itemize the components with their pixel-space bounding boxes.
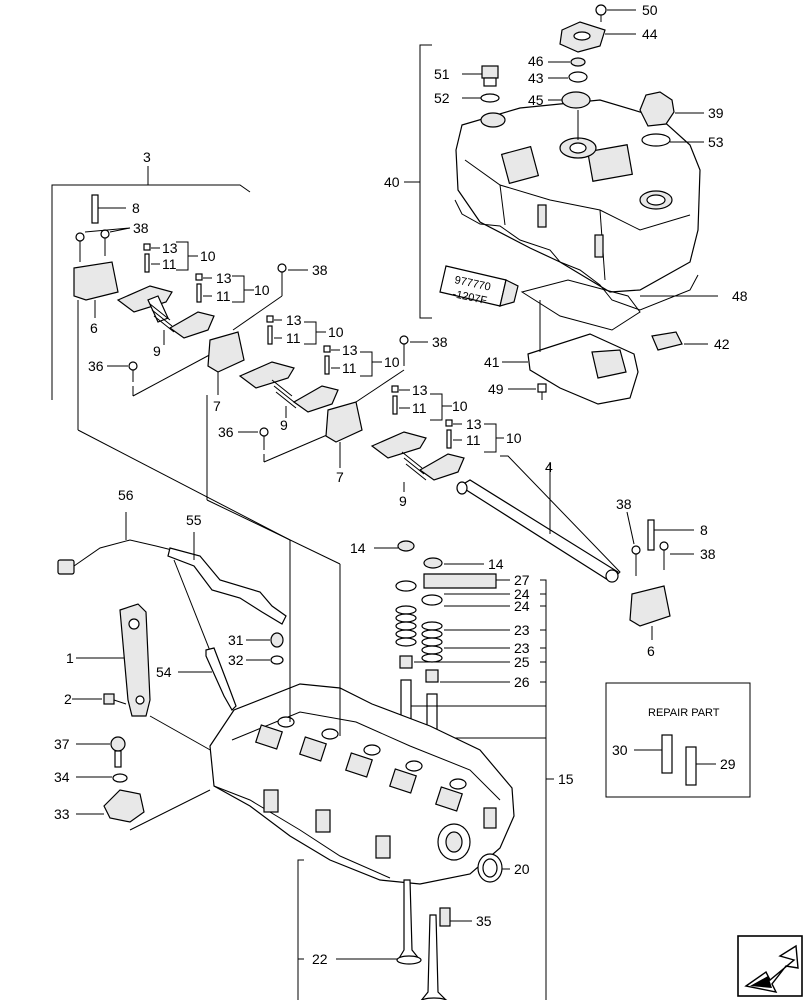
callout-13-a: 13 [162,240,178,256]
callout-36-b: 36 [218,424,234,440]
callout-6-right: 6 [647,643,655,659]
callout-10-f: 10 [506,430,522,446]
callout-34: 34 [54,769,70,785]
valve-spring-1 [395,605,417,647]
callout-15: 15 [558,771,574,787]
callout-37: 37 [54,736,70,752]
callout-10-c: 10 [328,324,344,340]
repair-part-box [605,682,751,798]
callout-38-e: 38 [700,546,716,562]
callout-11-a: 11 [162,256,177,272]
callout-labels: 50 44 46 43 45 51 52 39 53 40 3 8 38 13 … [54,2,748,1000]
callout-11-d: 11 [342,360,357,376]
callout-26: 26 [514,674,530,690]
callout-43: 43 [528,70,544,86]
callout-49: 49 [488,381,504,397]
callout-6-left: 6 [90,320,98,336]
callout-41: 41 [484,354,500,370]
callout-30: 30 [612,742,628,758]
callout-4: 4 [545,459,553,475]
callout-36-a: 36 [88,358,104,374]
callout-9-b: 9 [280,417,288,433]
callout-48: 48 [732,288,748,304]
callout-27: 27 [514,572,530,588]
callout-24-a: 24 [514,586,530,602]
callout-21: 21 [514,998,530,1000]
callout-45: 45 [528,92,544,108]
callout-54: 54 [156,664,172,680]
callout-50: 50 [642,2,658,18]
callout-38-left: 38 [133,220,149,236]
rocker-cover [455,99,701,293]
callout-53: 53 [708,134,724,150]
callout-11-b: 11 [216,288,231,304]
callout-32: 32 [228,652,244,668]
valve-train-group [374,540,554,1000]
rocker-shaft-group [456,455,694,640]
callout-13-f: 13 [466,416,482,432]
callout-2: 2 [64,691,72,707]
callout-20: 20 [514,861,530,877]
callout-22: 22 [312,951,328,967]
callout-11-f: 11 [466,432,481,448]
callout-14-a: 14 [350,540,366,556]
callout-11-c: 11 [286,330,301,346]
rocker-cover-gasket [454,199,699,311]
callout-24-b: 24 [514,598,530,614]
valves-group [297,859,472,1000]
callout-35: 35 [476,913,492,929]
next-page-arrow-icon[interactable] [737,935,803,997]
callout-38-b: 38 [312,262,328,278]
callout-10-b: 10 [254,282,270,298]
callout-25: 25 [514,654,530,670]
callout-9-c: 9 [399,493,407,509]
callout-8-right: 8 [700,522,708,538]
callout-38-d: 38 [616,496,632,512]
callout-10-d: 10 [384,354,400,370]
callout-51: 51 [434,66,450,82]
rocker-cover-group: 977770 -1207F [404,4,718,405]
repair-part-title: REPAIR PART [648,707,720,719]
callout-10-e: 10 [452,398,468,414]
callout-33: 33 [54,806,70,822]
rocker-arm-group [51,166,504,565]
callout-52: 52 [434,90,450,106]
callout-29: 29 [720,756,736,772]
callout-14-b: 14 [488,556,504,572]
callout-42: 42 [714,336,730,352]
callout-3: 3 [143,149,151,165]
connector [57,559,75,575]
callout-46: 46 [528,53,544,69]
callout-39: 39 [708,105,724,121]
cylinder-head [209,540,515,885]
callout-23-b: 23 [514,640,530,656]
callout-31: 31 [228,632,244,648]
callout-40: 40 [384,174,400,190]
callout-7-b: 7 [336,469,344,485]
callout-55: 55 [186,512,202,528]
callout-10-a: 10 [200,248,216,264]
callout-13-e: 13 [412,382,428,398]
callout-7-a: 7 [213,398,221,414]
callout-13-d: 13 [342,342,358,358]
callout-13-b: 13 [216,270,232,286]
callout-1: 1 [66,650,74,666]
callout-44: 44 [642,26,658,42]
valve-spring-2 [421,621,443,663]
harness-group [57,512,287,667]
callout-56: 56 [118,487,134,503]
callout-8-left: 8 [132,200,140,216]
left-parts-group [72,603,284,831]
sealant-tube: 977770 -1207F [439,265,519,307]
callout-9-a: 9 [153,343,161,359]
callout-13-c: 13 [286,312,302,328]
callout-23-a: 23 [514,622,530,638]
callout-11-e: 11 [412,400,427,416]
callout-38-c: 38 [432,334,448,350]
